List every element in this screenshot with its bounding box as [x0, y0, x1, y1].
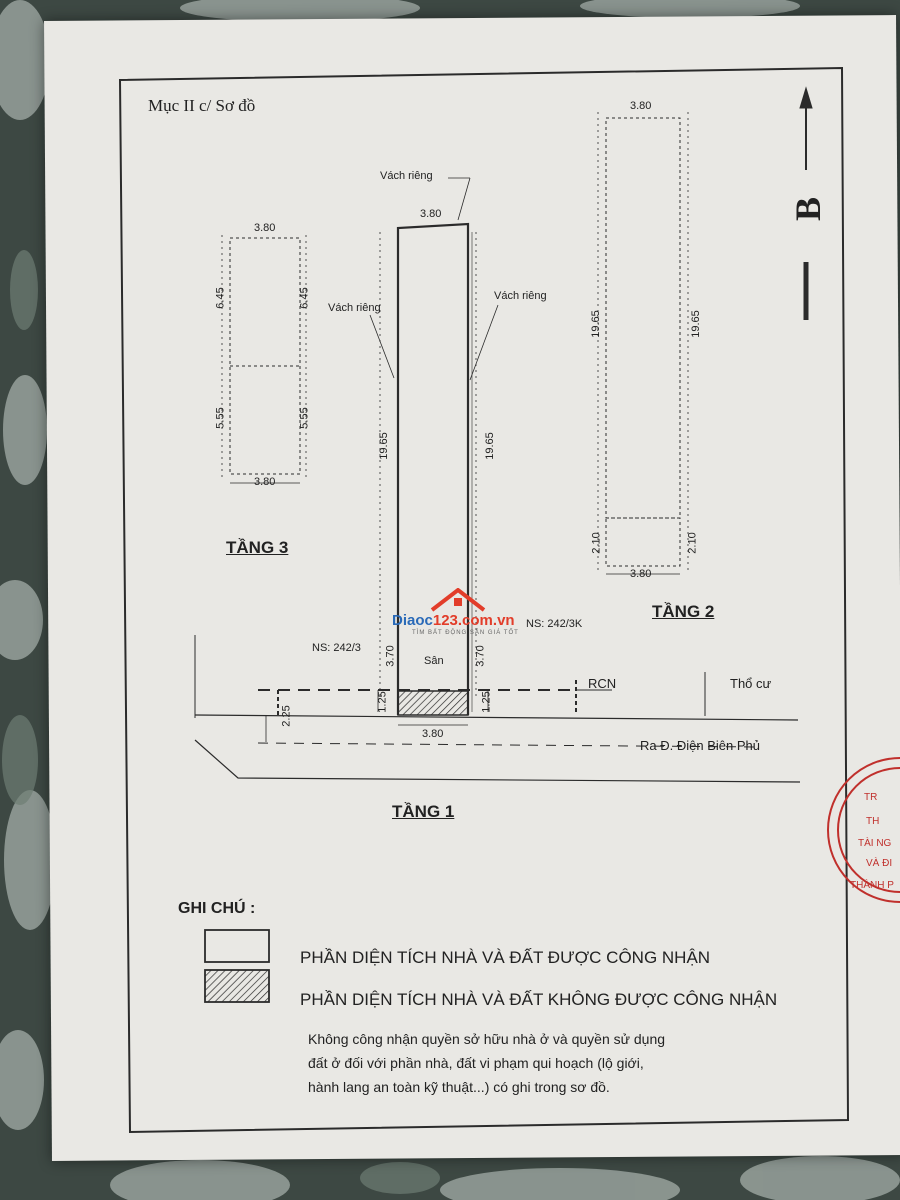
t1-width-top: 3.80 [420, 208, 442, 220]
north-letter: B [788, 196, 829, 222]
t1-length-left: 19.65 [377, 432, 390, 460]
diaoc-watermark-logo: Diaoc123.com.vn [392, 612, 515, 629]
stamp-text-5: THÀNH P [850, 880, 894, 891]
floor-1-label: TẦNG 1 [392, 802, 455, 821]
t2-ext-left: 2.10 [590, 532, 603, 554]
t3-width-top: 3.80 [254, 222, 276, 234]
neighbor-right: NS: 242/3K [526, 618, 583, 630]
t2-width-top: 3.80 [630, 100, 652, 112]
watermark-brand-a: Diaoc [392, 612, 433, 629]
wall-label-left: Vách riêng [328, 302, 381, 314]
t3-width-bottom: 3.80 [254, 476, 276, 488]
stamp-text-1: TR [864, 792, 878, 803]
wall-label-top: Vách riêng [380, 170, 433, 182]
watermark-tagline: TÌM BẤT ĐỘNG SẢN GIÁ TỐT [412, 630, 519, 636]
stamp-text-2: TH [866, 816, 880, 827]
yard-depth-left: 3.70 [384, 645, 397, 667]
house-roof-icon [430, 588, 486, 612]
rcn-label: RCN [588, 676, 617, 691]
section-title: Mục II c/ Sơ đồ [148, 96, 256, 115]
note-line-2: đất ở đối với phần nhà, đất vi phạm qui … [308, 1055, 644, 1071]
t1-length-right: 19.65 [483, 432, 496, 460]
t1-width-bottom: 3.80 [422, 728, 444, 740]
neighbor-left: NS: 242/3 [312, 642, 361, 654]
t3-upper-right: 6.45 [298, 287, 311, 309]
t2-length-right: 19.65 [689, 310, 702, 338]
t2-length-left: 19.65 [589, 310, 602, 338]
road-setback: 2.25 [280, 705, 293, 727]
setback-right: 1.25 [480, 691, 493, 713]
road-label: Ra Đ. Điện Biên Phủ [640, 738, 760, 753]
t3-lower-right: 5.55 [298, 407, 311, 429]
watermark-brand-b: 123.com.vn [432, 612, 515, 629]
stamp-text-4: VÀ ĐI [866, 858, 893, 869]
floor-2-label: TẦNG 2 [652, 602, 715, 621]
legend-recognized: PHẦN DIỆN TÍCH NHÀ VÀ ĐẤT ĐƯỢC CÔNG NHẬN [300, 948, 711, 967]
yard-depth-right: 3.70 [474, 645, 487, 667]
note-line-1: Không công nhận quyền sở hữu nhà ở và qu… [308, 1031, 666, 1047]
floor-3-label: TẦNG 3 [226, 538, 289, 557]
legend-title: GHI CHÚ : [178, 900, 256, 917]
t2-width-bottom: 3.80 [630, 568, 652, 580]
setback-left: 1.25 [376, 691, 389, 713]
yard-label: Sân [424, 655, 444, 667]
wall-label-right: Vách riêng [494, 290, 547, 302]
note-line-3: hành lang an toàn kỹ thuật...) có ghi tr… [308, 1079, 610, 1095]
residential-label: Thổ cư [730, 676, 772, 691]
t2-ext-right: 2.10 [686, 532, 699, 554]
t3-upper-left: 6.45 [214, 287, 227, 309]
legend-not-recognized: PHẦN DIỆN TÍCH NHÀ VÀ ĐẤT KHÔNG ĐƯỢC CÔN… [300, 990, 778, 1009]
t3-lower-left: 5.55 [214, 407, 227, 429]
stamp-text-3: TÀI NG [858, 838, 892, 849]
